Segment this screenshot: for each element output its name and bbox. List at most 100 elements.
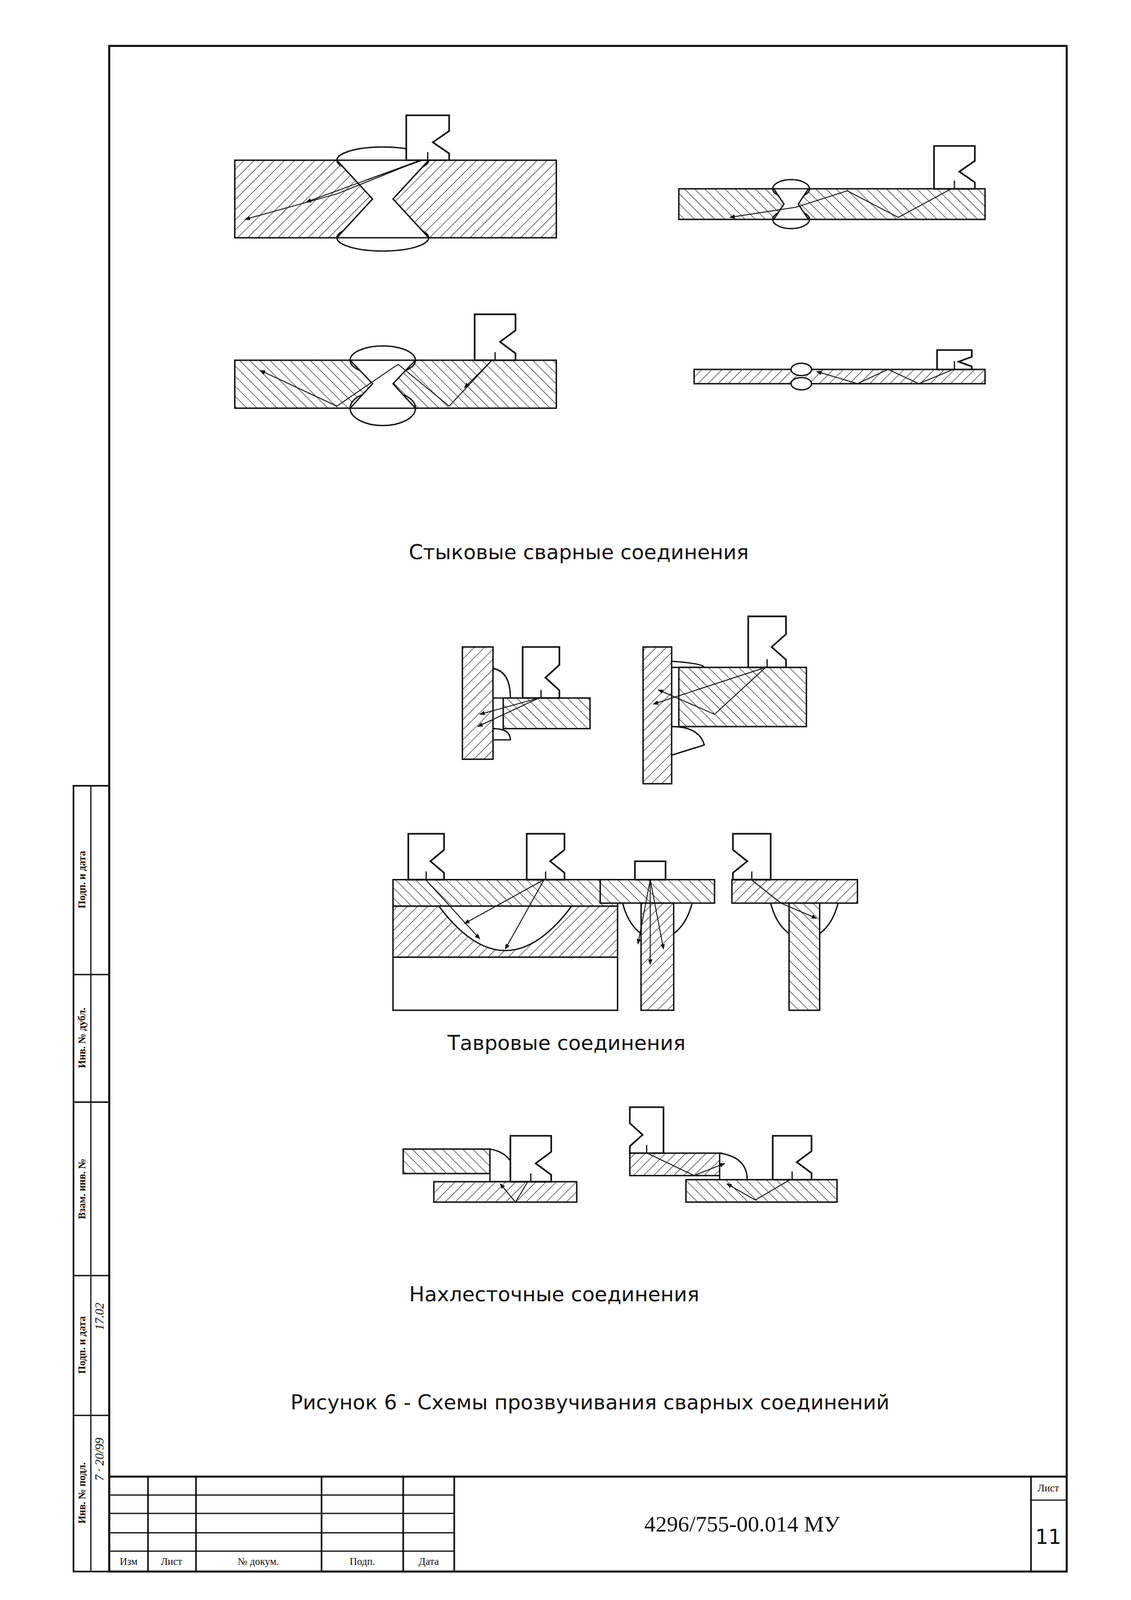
plate xyxy=(643,647,673,785)
title-column xyxy=(453,1477,456,1573)
title-field: Дата xyxy=(418,1556,439,1568)
sound-ray xyxy=(653,667,766,705)
plate xyxy=(392,906,618,958)
plate xyxy=(678,667,807,727)
probe-index xyxy=(540,689,542,699)
side-stamp xyxy=(73,786,110,1573)
probe-index xyxy=(953,361,956,370)
weld-bead xyxy=(791,363,812,376)
stamp-column xyxy=(90,786,92,1573)
weld-bead xyxy=(671,661,705,668)
stamp-row xyxy=(73,1275,110,1277)
frame-line xyxy=(109,1475,1067,1478)
sound-ray xyxy=(367,160,423,180)
ultrasonic-probe xyxy=(732,833,771,881)
plate xyxy=(392,957,618,1011)
probe-index xyxy=(646,1145,648,1154)
probe-index xyxy=(545,871,547,881)
ultrasonic-probe xyxy=(933,145,975,189)
probe-index xyxy=(766,659,768,668)
plate xyxy=(731,880,858,904)
sound-ray xyxy=(477,698,539,727)
probe-index xyxy=(425,871,428,881)
ultrasonic-probe xyxy=(629,1107,664,1154)
title-field: Изм xyxy=(119,1556,138,1568)
sound-ray xyxy=(425,880,480,940)
section-heading: Стыковые сварные соединения xyxy=(408,541,749,564)
sound-ray xyxy=(464,880,545,924)
plate xyxy=(433,1182,577,1203)
handwritten-entry: 17.02 xyxy=(93,1302,108,1331)
ultrasonic-probe xyxy=(526,833,565,881)
plate xyxy=(600,880,715,904)
probe-index xyxy=(791,1172,793,1181)
weld-bead xyxy=(773,188,809,220)
plate xyxy=(503,698,590,729)
sheet-number: 11 xyxy=(1035,1526,1062,1549)
document-code: 4296/755-00.014 МУ xyxy=(644,1512,840,1538)
plate xyxy=(686,1179,838,1203)
ultrasonic-probe xyxy=(510,1136,552,1183)
plate xyxy=(678,188,986,220)
stamp-row xyxy=(73,1415,110,1417)
weld-bead xyxy=(493,668,511,699)
sound-ray xyxy=(244,160,421,220)
figure-caption: Рисунок 6 - Схемы прозвучивания сварных … xyxy=(290,1391,890,1414)
plate xyxy=(234,360,557,409)
sound-ray xyxy=(649,880,651,965)
title-field: Лист xyxy=(160,1556,183,1568)
title-column xyxy=(195,1477,198,1573)
weld-bead xyxy=(791,377,812,391)
sound-ray xyxy=(751,880,817,919)
stamp-row xyxy=(73,1101,110,1104)
weld-bead xyxy=(622,903,642,934)
weld-bead xyxy=(336,160,429,238)
ultrasonic-probe xyxy=(474,314,516,361)
weld-bead xyxy=(673,903,693,934)
ultrasonic-probe xyxy=(522,647,560,699)
section-heading: Тавровые соединения xyxy=(447,1031,686,1055)
handwritten-entry: 7 · 20/99 xyxy=(93,1438,108,1482)
weld-bead xyxy=(438,906,572,951)
plate xyxy=(234,160,557,238)
sheet-frame xyxy=(109,46,1067,1573)
sound-ray xyxy=(260,360,493,407)
sound-ray xyxy=(637,880,651,945)
plate xyxy=(403,1149,490,1174)
stamp-label: Инв. № подл. xyxy=(76,1462,88,1525)
weld-bead xyxy=(719,1153,747,1180)
plate xyxy=(629,1153,722,1176)
weld-bead xyxy=(770,903,789,934)
sound-ray xyxy=(729,188,952,218)
section-heading: Нахлесточные соединения xyxy=(409,1282,700,1306)
probe-index xyxy=(953,180,956,189)
probe-index xyxy=(427,151,429,161)
ultrasonic-probe xyxy=(748,616,787,668)
probe-index xyxy=(530,1173,532,1183)
ultrasonic-probe xyxy=(937,349,972,370)
sound-ray xyxy=(647,1153,725,1176)
stamp-row xyxy=(73,974,110,976)
ultrasonic-probe xyxy=(406,115,449,161)
plate xyxy=(693,369,986,384)
ultrasonic-probe xyxy=(772,1136,812,1180)
stamp-label: Взам. инв. № xyxy=(76,1158,88,1220)
title-field: № докум. xyxy=(237,1556,280,1568)
weld-bead xyxy=(336,160,429,238)
stamp-label: Подп. и дата xyxy=(76,1316,88,1375)
sheet-label: Лист xyxy=(1037,1482,1059,1495)
title-column xyxy=(147,1477,150,1573)
ultrasonic-probe xyxy=(408,833,444,881)
stamp-label: Подп. и дата xyxy=(76,851,88,909)
sound-ray xyxy=(500,1182,528,1203)
weld-bead xyxy=(493,729,511,741)
title-column xyxy=(1030,1477,1032,1573)
plate xyxy=(392,880,618,907)
probe-index xyxy=(751,871,753,881)
plate xyxy=(789,903,820,1011)
title-field: Подп. xyxy=(349,1556,376,1568)
title-row xyxy=(1031,1500,1067,1502)
title-column xyxy=(320,1477,323,1573)
